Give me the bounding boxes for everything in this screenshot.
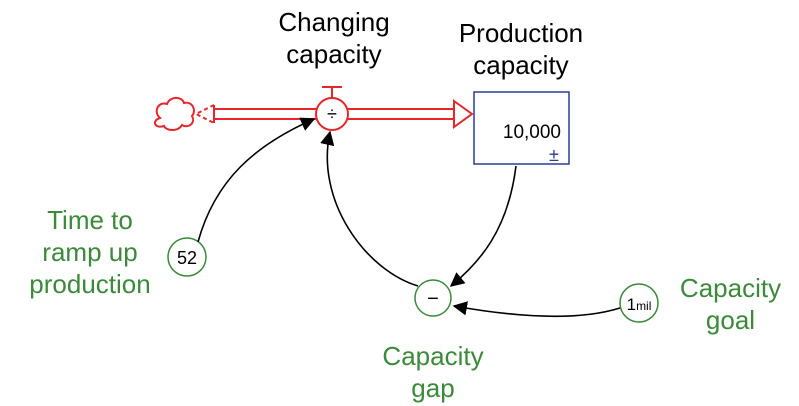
aux-ramp-label-line2: ramp up (42, 237, 138, 267)
flow-label: Changing capacity (254, 6, 414, 70)
stock-label-line1: Production (458, 18, 584, 48)
aux-gap-circle[interactable] (414, 279, 452, 317)
aux-gap-label-line2: gap (411, 373, 455, 403)
link-goal-to-gap[interactable] (452, 301, 621, 318)
aux-goal-value: 1mil (627, 295, 652, 314)
link-gap-to-flow[interactable] (320, 130, 419, 287)
flow-arrowhead[interactable] (453, 99, 474, 129)
flow-label-line1: Changing (278, 7, 390, 37)
stock-control-symbol[interactable]: ± (549, 145, 559, 165)
cloud-icon (153, 96, 195, 131)
flow-valve[interactable] (315, 86, 349, 131)
stock-label: Production capacity (436, 17, 606, 81)
aux-goal-label-line1: Capacity (679, 273, 782, 303)
stock-box[interactable] (473, 91, 570, 165)
aux-gap-label: Capacity gap (363, 340, 503, 404)
aux-ramp-circle[interactable] (167, 237, 207, 277)
flow-source-arrowhead (193, 104, 215, 124)
valve-symbol: ÷ (327, 104, 337, 124)
stock-value: 10,000 (503, 122, 561, 143)
aux-ramp-label-line3: production (29, 269, 151, 299)
link-stock-to-gap[interactable] (449, 165, 517, 287)
aux-gap-symbol: − (427, 288, 439, 310)
aux-ramp-value: 52 (177, 248, 197, 268)
flow-label-line2: capacity (286, 39, 382, 69)
aux-goal-label: Capacity goal (668, 272, 793, 336)
stock-label-line2: capacity (473, 50, 569, 80)
aux-goal-circle[interactable] (619, 283, 659, 323)
aux-ramp-label: Time to ramp up production (20, 204, 160, 300)
aux-goal-label-line2: goal (705, 305, 756, 335)
aux-gap-label-line1: Capacity (382, 341, 484, 371)
link-ramp-to-flow[interactable] (197, 117, 316, 243)
aux-ramp-label-line1: Time to (47, 205, 133, 235)
